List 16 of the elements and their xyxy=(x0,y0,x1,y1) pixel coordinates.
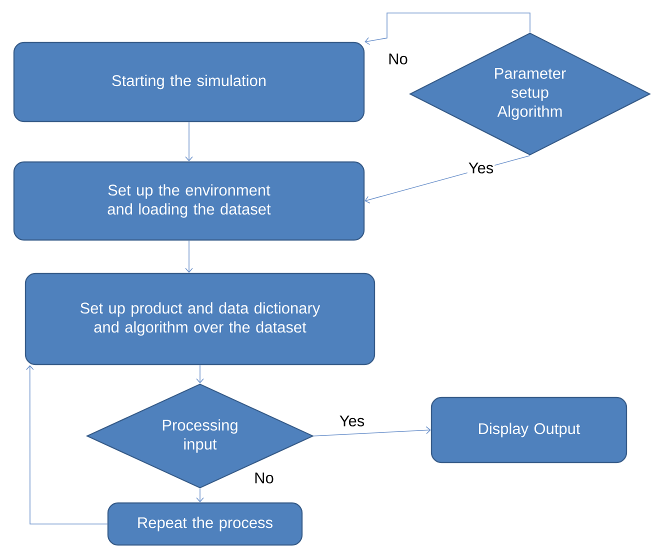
arrow xyxy=(185,240,193,273)
edge-label: No xyxy=(387,52,409,66)
process-box: Set up product and data dictionary and algorithm over the dataset xyxy=(24,272,376,366)
arrow xyxy=(196,364,204,384)
arrow xyxy=(313,426,431,436)
process-box: Starting the simulation xyxy=(13,42,365,122)
process-box: Display Output xyxy=(430,396,628,464)
edge-label: No xyxy=(253,472,275,484)
arrow xyxy=(196,488,204,502)
process-box: Set up the environment and loading the dataset xyxy=(13,161,365,241)
arrow xyxy=(364,12,530,45)
edge-label: Yes xyxy=(338,414,366,428)
process-box: Repeat the process xyxy=(107,502,303,546)
arrow xyxy=(185,122,193,162)
arrow xyxy=(26,365,108,524)
edge-label: Yes xyxy=(467,162,495,174)
